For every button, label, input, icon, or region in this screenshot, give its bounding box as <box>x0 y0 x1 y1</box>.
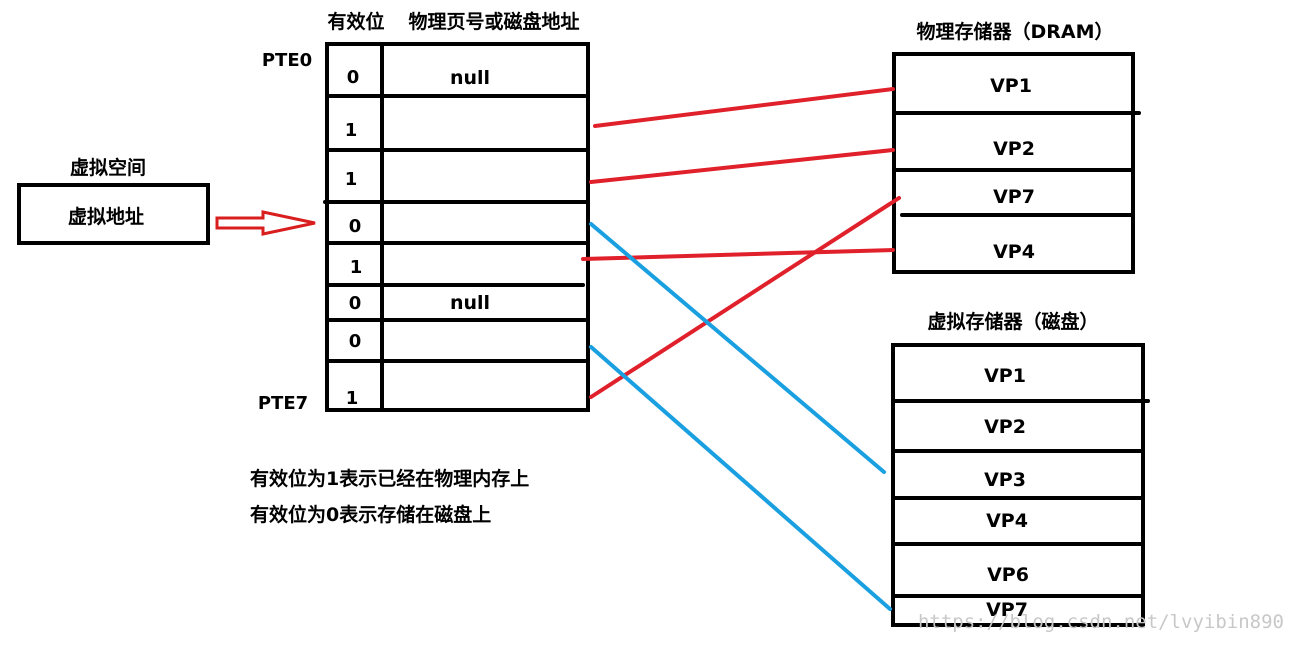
dram-mapping-link <box>589 196 901 399</box>
dram-mapping-link <box>589 148 895 184</box>
virtual-space-title: 虚拟空间 <box>70 156 146 179</box>
disk-page-slot: VP3 <box>984 469 1026 491</box>
dram-page-slot: VP2 <box>993 138 1035 160</box>
disk-title: 虚拟存储器（磁盘） <box>927 310 1098 333</box>
disk-mapping-link <box>589 345 892 611</box>
disk-frame <box>891 343 1145 627</box>
pte-valid-bit: 1 <box>345 169 358 190</box>
dram-page-slot: VP7 <box>993 186 1035 208</box>
note-valid-0: 有效位为0表示存储在磁盘上 <box>250 503 491 526</box>
page-table-header-valid: 有效位 <box>327 10 384 33</box>
page-table-header-addr: 物理页号或磁盘地址 <box>408 10 579 33</box>
lookup-arrow-icon <box>215 210 316 236</box>
pte-valid-bit: 0 <box>347 67 360 88</box>
page-table-frame <box>325 42 590 412</box>
pte-valid-bit: 0 <box>349 216 362 237</box>
disk-row-dividers <box>891 399 1150 598</box>
dram-title: 物理存储器（DRAM） <box>916 20 1113 43</box>
dram-row-dividers <box>892 111 1141 217</box>
pte-valid-bit: 1 <box>350 257 363 278</box>
dram-mapping-link <box>581 248 895 261</box>
pte-address: null <box>450 292 490 314</box>
page-table-rows: 0 null 1 1 0 1 0 null 0 1 <box>345 67 490 409</box>
note-valid-1: 有效位为1表示已经在物理内存上 <box>250 467 529 490</box>
pte0-label: PTE0 <box>262 50 312 71</box>
page-table-row-dividers <box>323 94 590 363</box>
dram-pages: VP1 VP2 VP7 VP4 <box>990 75 1035 263</box>
mapping-links <box>581 87 901 611</box>
dram-frame <box>892 52 1135 274</box>
pte-valid-bit: 0 <box>349 331 362 352</box>
disk-mapping-link <box>589 222 886 474</box>
watermark: https://blog.csdn.net/lvyibin890 <box>918 611 1284 633</box>
disk-pages: VP1 VP2 VP3 VP4 VP6 VP7 <box>984 365 1029 621</box>
pte-valid-bit: 0 <box>349 293 362 314</box>
disk-page-slot: VP6 <box>987 564 1029 586</box>
disk-page-slot: VP7 <box>986 599 1028 621</box>
dram-page-slot: VP4 <box>993 241 1035 263</box>
pte-valid-bit: 1 <box>345 120 358 141</box>
pte-valid-bit: 1 <box>346 388 359 409</box>
dram-page-slot: VP1 <box>990 75 1032 97</box>
disk-page-slot: VP1 <box>984 365 1026 387</box>
dram-mapping-link <box>593 87 895 128</box>
pte-address: null <box>450 67 490 89</box>
disk-page-slot: VP4 <box>986 510 1028 532</box>
pte7-label: PTE7 <box>258 393 308 414</box>
virtual-address-label: 虚拟地址 <box>68 205 144 228</box>
disk-page-slot: VP2 <box>984 416 1026 438</box>
virtual-address-box <box>17 183 210 245</box>
